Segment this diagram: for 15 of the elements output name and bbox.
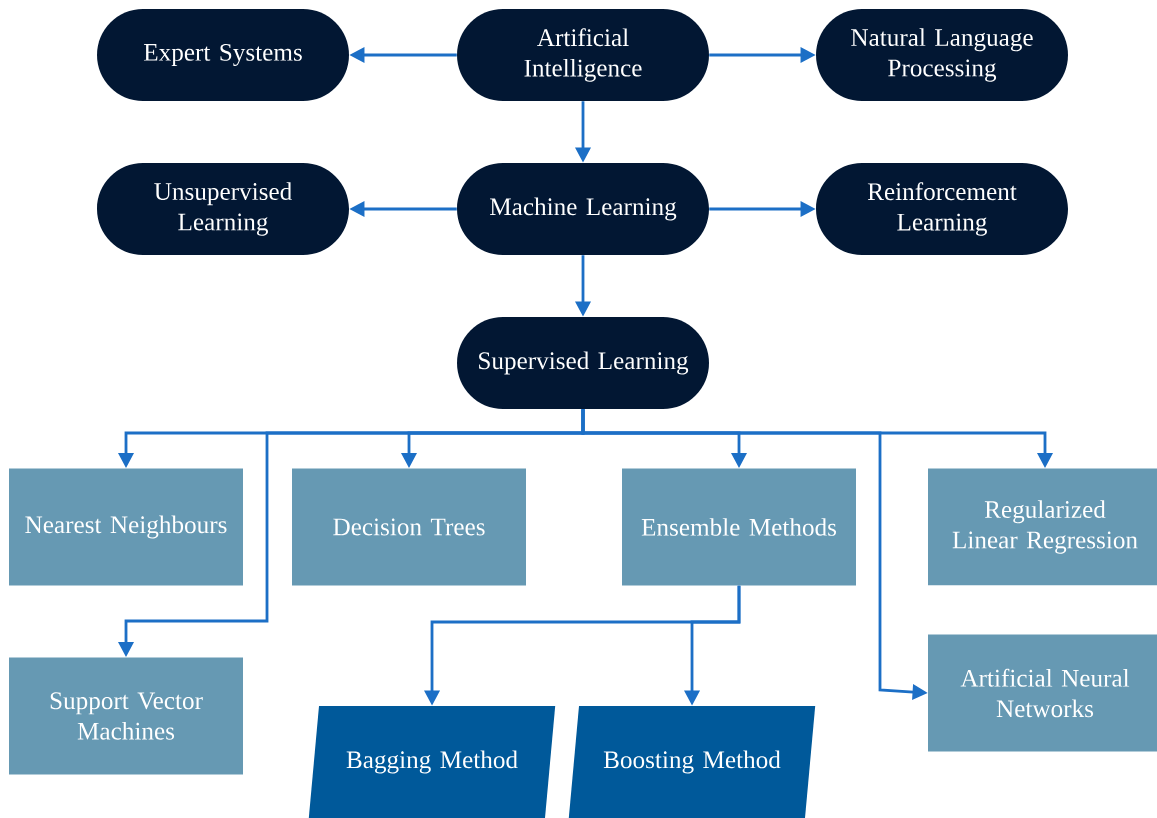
- parallelogram-box: Bagging Method: [308, 706, 556, 818]
- rounded-box: Reinforcement Learning: [816, 163, 1068, 255]
- method-box: Regularized Linear Regression: [928, 468, 1157, 586]
- method-box: Decision Trees: [292, 468, 526, 586]
- method-box: Support Vector Machines: [9, 657, 243, 775]
- rounded-box: Natural Language Processing: [816, 9, 1068, 101]
- method-box: Nearest Neighbours: [9, 468, 243, 586]
- rounded-box: Supervised Learning: [457, 317, 709, 409]
- method-box: Artificial Neural Networks: [928, 634, 1157, 752]
- method-box: Ensemble Methods: [622, 468, 856, 586]
- rounded-box: Unsupervised Learning: [97, 163, 349, 255]
- rounded-box: Expert Systems: [97, 9, 349, 101]
- parallelogram-box: Boosting Method: [568, 706, 816, 818]
- rounded-box: Artificial Intelligence: [457, 9, 709, 101]
- rounded-box: Machine Learning: [457, 163, 709, 255]
